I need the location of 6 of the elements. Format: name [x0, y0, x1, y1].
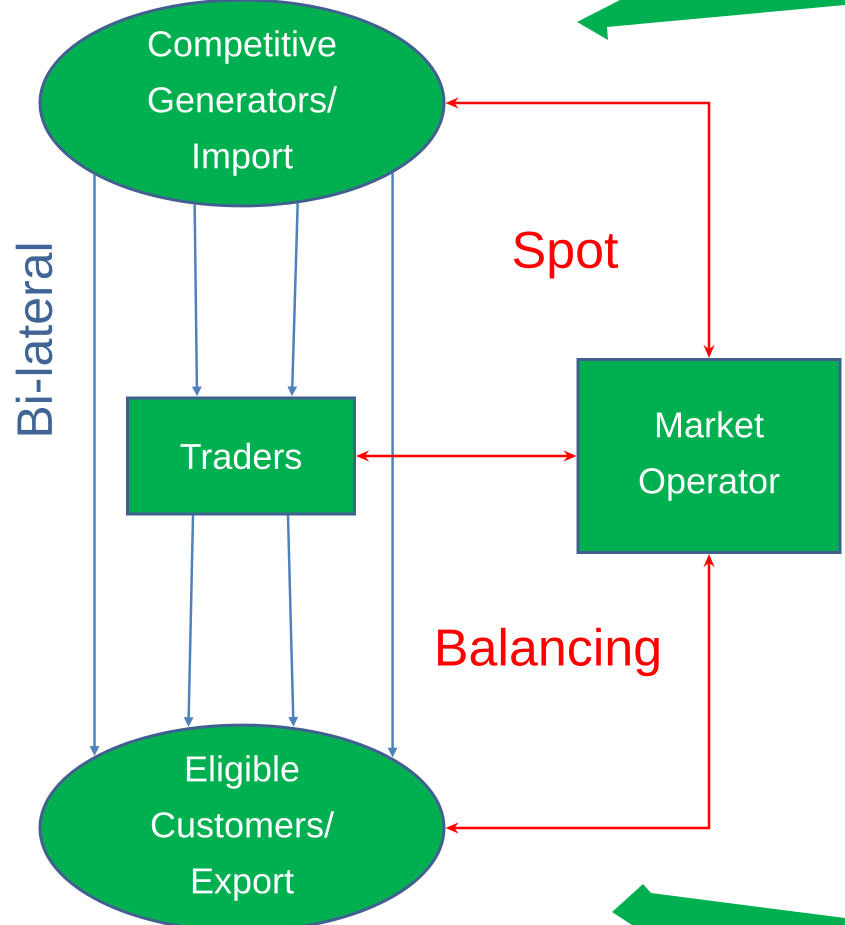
process-box: Market Operator	[576, 358, 842, 554]
edge-label: Balancing	[438, 628, 659, 676]
ellipse-node: Eligible Customers/ Export	[38, 724, 446, 925]
process-box: Traders	[126, 396, 356, 516]
edge-label: Spot	[514, 231, 618, 279]
side-label: Bi-lateral	[16, 244, 52, 435]
